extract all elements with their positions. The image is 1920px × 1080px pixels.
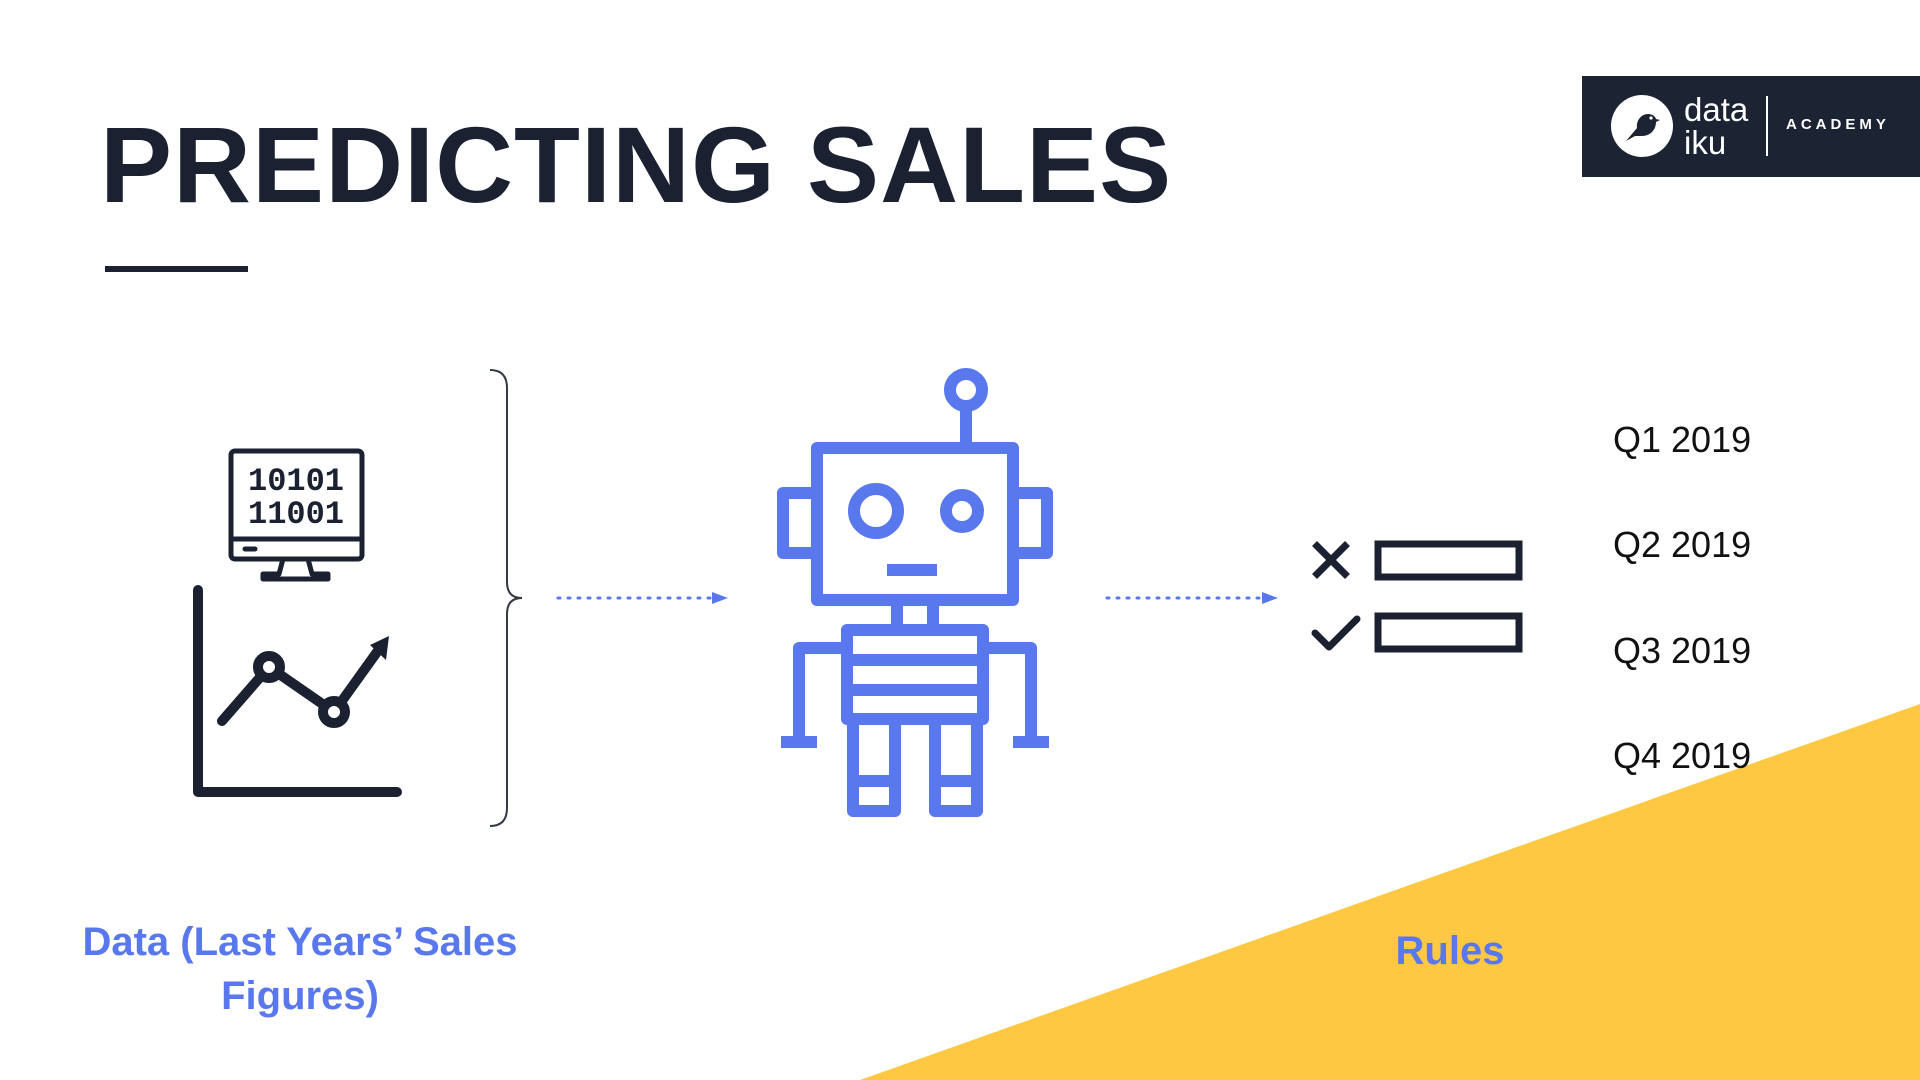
quarter-label-q1: Q1 2019: [1613, 419, 1752, 460]
quarter-label-q4: Q4 2019: [1613, 735, 1752, 776]
rule-bar-1: [1374, 540, 1523, 581]
robot-icon: [777, 368, 1053, 817]
cross-icon: [1312, 541, 1350, 579]
logo-academy-label: ACADEMY: [1786, 116, 1890, 133]
bird-logo-icon: [1611, 95, 1673, 157]
page-title: PREDICTING SALES: [100, 104, 1173, 225]
arrow-to-robot-head: [712, 592, 728, 604]
arrow-to-rules-head: [1262, 592, 1278, 604]
computer-screen-line-2: 11001: [248, 496, 344, 533]
title-underline: [105, 266, 248, 272]
logo-word-line2: iku: [1684, 124, 1727, 161]
logo-word-line1: data: [1684, 91, 1749, 128]
logo-wordmark: data iku: [1684, 93, 1748, 159]
chart-arrow-head: [370, 636, 389, 660]
logo-divider: [1766, 96, 1768, 156]
check-icon: [1311, 615, 1361, 651]
computer-screen-line-1: 10101: [248, 463, 344, 500]
quarter-label-q2: Q2 2019: [1613, 524, 1752, 565]
dataiku-academy-logo: data iku ACADEMY: [1582, 76, 1920, 177]
rule-bar-2: [1374, 612, 1523, 653]
quarter-label-q3: Q3 2019: [1613, 630, 1752, 671]
line-chart-icon: [193, 585, 402, 797]
curly-brace: [489, 369, 523, 827]
output-caption: Rules: [1395, 929, 1505, 973]
computer-binary-icon: [228, 448, 365, 582]
input-caption: Data (Last Years’ Sales Figures): [82, 920, 518, 1018]
